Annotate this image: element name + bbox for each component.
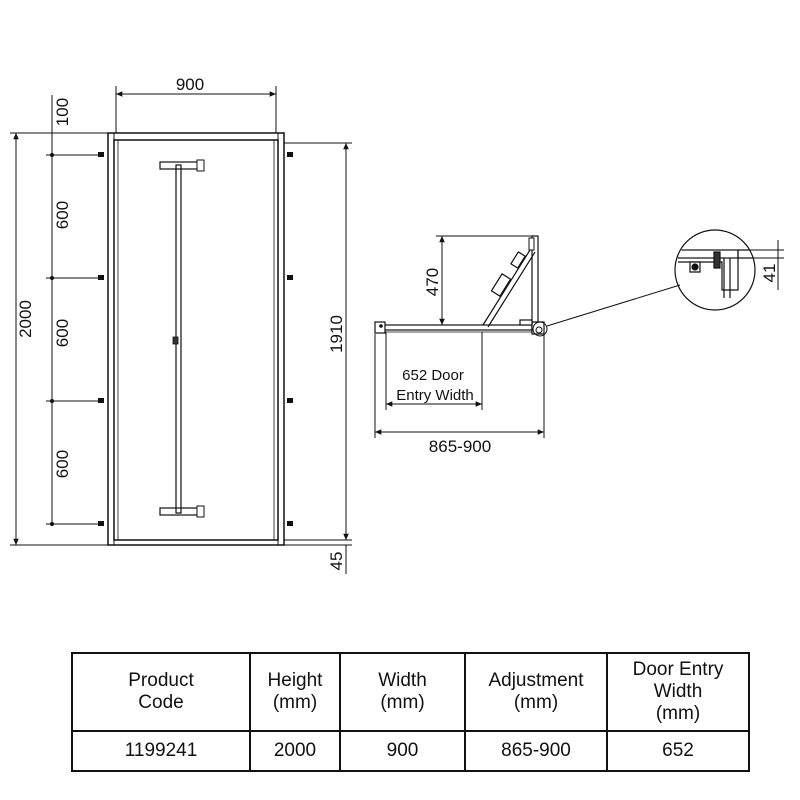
door-entry-label-line1: 652 Door (402, 367, 464, 384)
detail-callout-ring (532, 321, 548, 337)
opening-depth-label: 470 (423, 268, 442, 296)
detail-offset-dimension (740, 240, 784, 290)
header-height: Height (mm) (249, 652, 341, 732)
front-elevation (10, 86, 352, 574)
detail-circle (674, 229, 756, 311)
detail-leader-line (546, 284, 681, 327)
technical-drawing: 900 100 2000 600 600 600 1910 45 (10, 75, 784, 574)
table-header-row: Product Code Height (mm) Width (mm) Adju… (71, 652, 750, 732)
plan-folded-leaves (482, 249, 536, 328)
header-adjustment: Adjustment (mm) (464, 652, 608, 732)
wall-fixings (98, 152, 293, 526)
opening-depth-dimension (436, 235, 532, 325)
bottom-gap-label: 45 (327, 552, 346, 571)
top-gap-label: 100 (53, 98, 72, 126)
header-width: Width (mm) (339, 652, 466, 732)
magnet-catch (172, 336, 179, 345)
segment-dimensions (46, 95, 104, 526)
segment-label-2: 600 (53, 319, 72, 347)
frame-height-dimension (284, 142, 352, 541)
cell-product-code: 1199241 (71, 730, 251, 772)
bottom-gap-dimension (284, 544, 352, 574)
specification-table: Product Code Height (mm) Width (mm) Adju… (71, 652, 750, 772)
front-elevation-labels: 900 100 2000 600 600 600 1910 45 (16, 75, 346, 570)
plan-view-labels: 470 652 Door Entry Width 865-900 (396, 268, 491, 456)
cell-width: 900 (339, 730, 466, 772)
table-row: 1199241 2000 900 865-900 652 (71, 730, 750, 772)
header-door-entry-width: Door Entry Width (mm) (606, 652, 750, 732)
segment-label-1: 600 (53, 201, 72, 229)
door-frame (107, 132, 285, 546)
plan-view (374, 235, 681, 438)
frame-height-label: 1910 (327, 315, 346, 353)
cell-door-entry-width: 652 (606, 730, 750, 772)
width-dimension (115, 86, 277, 133)
door-entry-label-line2: Entry Width (396, 387, 474, 404)
cell-adjustment: 865-900 (464, 730, 608, 772)
segment-label-3: 600 (53, 450, 72, 478)
overall-height-label: 2000 (16, 300, 35, 338)
detail-view (674, 229, 784, 311)
cell-height: 2000 (249, 730, 341, 772)
width-label: 900 (176, 75, 204, 94)
detail-offset-label: 41 (760, 264, 779, 283)
adjustment-dimension (374, 334, 545, 438)
plan-threshold (379, 324, 541, 331)
header-product-code: Product Code (71, 652, 251, 732)
adjustment-label: 865-900 (429, 437, 491, 456)
door-entry-dimension (385, 332, 483, 410)
